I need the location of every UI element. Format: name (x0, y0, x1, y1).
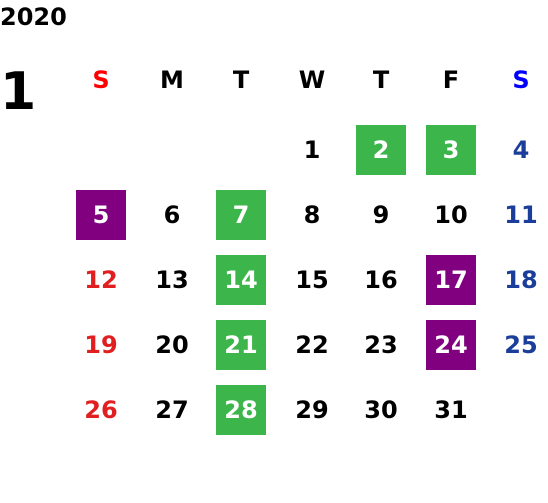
weekday-header-2: T (232, 66, 250, 94)
day-cell-18[interactable]: 18 (504, 266, 538, 294)
day-cell-13[interactable]: 13 (155, 266, 189, 294)
day-cell-5[interactable]: 5 (76, 190, 126, 240)
day-cell-30[interactable]: 30 (364, 396, 398, 424)
weekday-header-4: T (372, 66, 390, 94)
day-cell-9[interactable]: 9 (372, 201, 390, 229)
weekday-header-3: W (298, 66, 326, 94)
day-cell-16[interactable]: 16 (364, 266, 398, 294)
day-cell-31[interactable]: 31 (434, 396, 468, 424)
day-cell-19[interactable]: 19 (84, 331, 118, 359)
day-cell-25[interactable]: 25 (504, 331, 538, 359)
day-cell-27[interactable]: 27 (155, 396, 189, 424)
day-cell-3[interactable]: 3 (426, 125, 476, 175)
day-cell-11[interactable]: 11 (504, 201, 538, 229)
day-cell-6[interactable]: 6 (163, 201, 181, 229)
weekday-header-1: M (160, 66, 184, 94)
day-cell-29[interactable]: 29 (295, 396, 329, 424)
weekday-header-0: S (92, 66, 110, 94)
weekday-header-6: S (512, 66, 530, 94)
day-cell-4[interactable]: 4 (512, 136, 530, 164)
day-cell-15[interactable]: 15 (295, 266, 329, 294)
day-cell-12[interactable]: 12 (84, 266, 118, 294)
day-cell-1[interactable]: 1 (303, 136, 321, 164)
year-label: 2020 (0, 3, 67, 31)
day-cell-2[interactable]: 2 (356, 125, 406, 175)
day-cell-26[interactable]: 26 (84, 396, 118, 424)
weekday-header-5: F (442, 66, 460, 94)
day-cell-28[interactable]: 28 (216, 385, 266, 435)
day-cell-23[interactable]: 23 (364, 331, 398, 359)
day-cell-22[interactable]: 22 (295, 331, 329, 359)
day-cell-8[interactable]: 8 (303, 201, 321, 229)
day-cell-21[interactable]: 21 (216, 320, 266, 370)
day-cell-14[interactable]: 14 (216, 255, 266, 305)
day-cell-20[interactable]: 20 (155, 331, 189, 359)
day-cell-17[interactable]: 17 (426, 255, 476, 305)
day-cell-24[interactable]: 24 (426, 320, 476, 370)
day-cell-7[interactable]: 7 (216, 190, 266, 240)
month-label: 1 (0, 62, 37, 122)
day-cell-10[interactable]: 10 (434, 201, 468, 229)
